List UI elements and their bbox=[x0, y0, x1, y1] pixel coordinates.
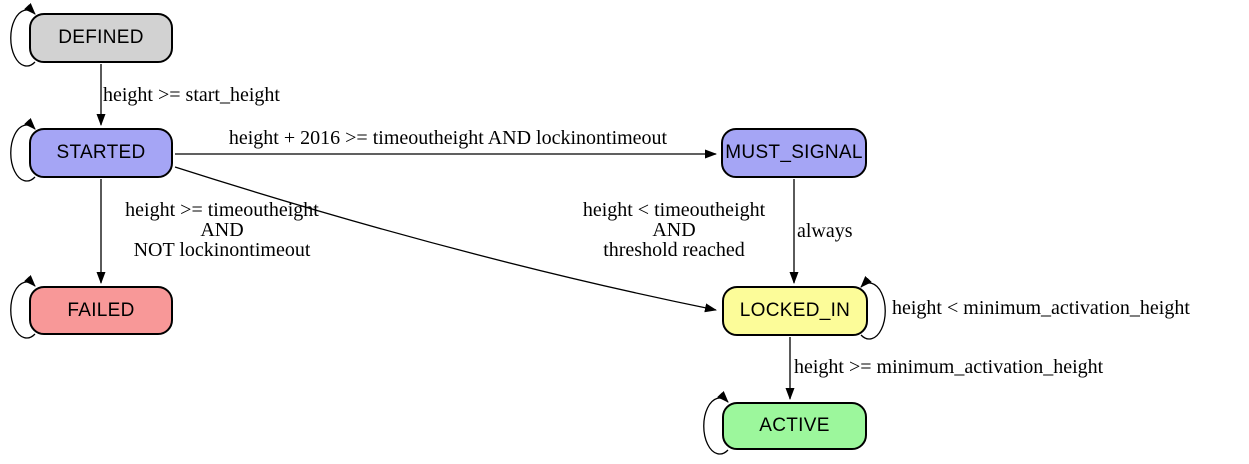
state-active-label: ACTIVE bbox=[759, 415, 830, 436]
edge-label-started-to-failed-line1: height >= timeoutheight bbox=[125, 199, 319, 221]
state-locked-in: LOCKED_IN bbox=[722, 286, 868, 336]
self-loop-failed-arrow bbox=[10, 274, 36, 339]
state-started-label: STARTED bbox=[56, 142, 146, 163]
edge-label-started-to-locked-in: height < timeoutheight AND threshold rea… bbox=[550, 200, 798, 260]
edge-label-started-to-locked-in-line3: threshold reached bbox=[603, 239, 745, 261]
edge-label-started-to-locked-in-line1: height < timeoutheight bbox=[582, 199, 766, 221]
edge-label-must-signal-to-locked-in: always bbox=[797, 220, 853, 242]
self-loop-active-arrow bbox=[703, 390, 729, 455]
edge-label-started-to-failed-line2: AND bbox=[200, 219, 244, 241]
edge-started-to-locked-in bbox=[174, 166, 717, 313]
state-failed: FAILED bbox=[29, 286, 173, 335]
self-loop-defined-arrow bbox=[10, 2, 36, 67]
state-started: STARTED bbox=[29, 128, 173, 178]
edge-label-locked-in-self-loop: height < minimum_activation_height bbox=[892, 297, 1190, 319]
edge-label-started-to-locked-in-line2: AND bbox=[652, 219, 696, 241]
self-loop-locked-in-arrow bbox=[860, 275, 886, 340]
state-must-signal: MUST_SIGNAL bbox=[721, 128, 867, 178]
state-locked-in-label: LOCKED_IN bbox=[739, 300, 851, 321]
state-defined-label: DEFINED bbox=[58, 27, 144, 48]
state-defined: DEFINED bbox=[29, 13, 173, 63]
edge-label-started-to-failed-line3: NOT lockinontimeout bbox=[133, 239, 311, 261]
edge-label-defined-to-started: height >= start_height bbox=[103, 84, 280, 106]
edge-label-started-to-must-signal: height + 2016 >= timeoutheight AND locki… bbox=[228, 127, 668, 149]
edge-label-locked-in-to-active: height >= minimum_activation_height bbox=[794, 356, 1104, 378]
self-loop-started-arrow bbox=[10, 117, 36, 182]
state-must-signal-label: MUST_SIGNAL bbox=[725, 142, 863, 163]
state-active: ACTIVE bbox=[722, 402, 867, 450]
edge-label-started-to-failed: height >= timeoutheight AND NOT lockinon… bbox=[97, 200, 347, 260]
state-failed-label: FAILED bbox=[67, 299, 135, 321]
